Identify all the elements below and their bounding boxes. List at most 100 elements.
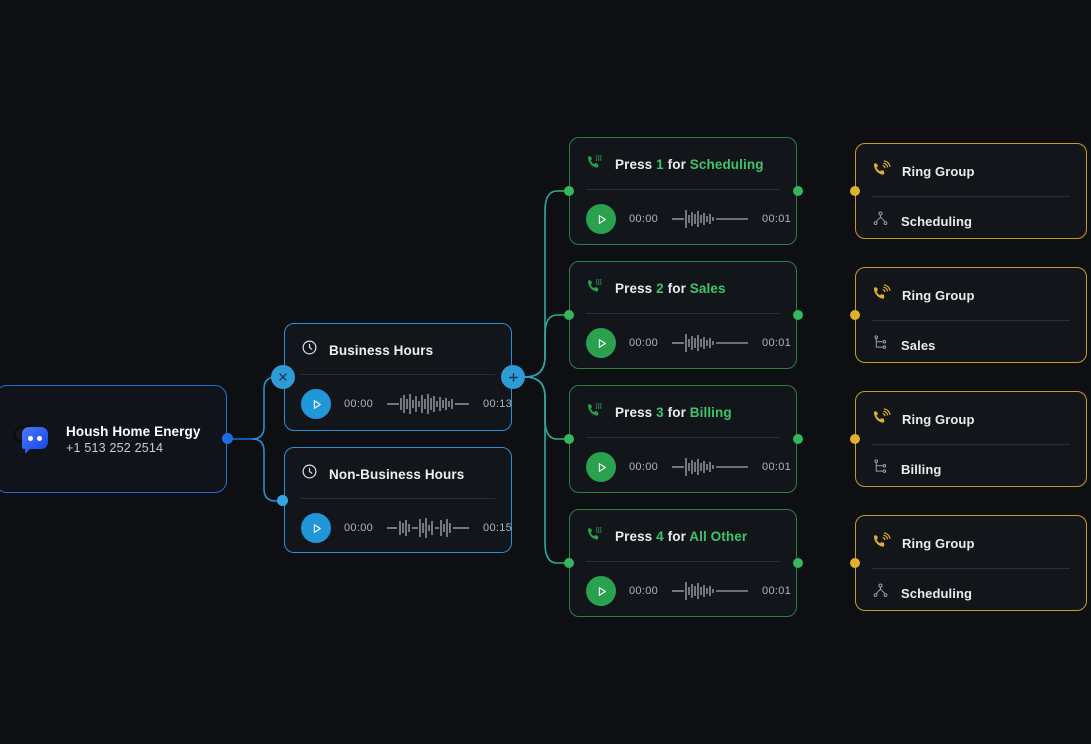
ringing-phone-icon: [872, 283, 891, 307]
audio-duration: 00:15: [483, 522, 513, 534]
play-icon[interactable]: [301, 389, 331, 419]
ivr-output-port[interactable]: [793, 434, 803, 444]
ivr-output-port[interactable]: [793, 558, 803, 568]
time-condition-card-business-hours[interactable]: Business Hours 00:00: [284, 323, 512, 431]
audio-waveform[interactable]: [386, 515, 470, 541]
ivr-middle: for: [667, 405, 686, 420]
ring-group-card-2[interactable]: Ring Group Sales: [855, 267, 1087, 363]
ivr-input-port[interactable]: [564, 434, 574, 444]
ring-group-input-port[interactable]: [850, 434, 860, 444]
audio-waveform[interactable]: [671, 578, 749, 604]
card-title: Business Hours: [329, 342, 434, 358]
ring-group-input-port[interactable]: [850, 558, 860, 568]
ivr-prefix: Press: [615, 529, 653, 544]
ring-group-card-1[interactable]: Ring Group Scheduling: [855, 143, 1087, 239]
ivr-option-card-2[interactable]: Press 2 for Sales 00:00: [569, 261, 797, 369]
ring-group-title: Ring Group: [902, 287, 975, 303]
ivr-prefix: Press: [615, 405, 653, 420]
divider: [872, 444, 1070, 445]
ivr-middle: for: [667, 157, 686, 172]
ring-group-member-row[interactable]: Sales: [856, 321, 1086, 372]
divider: [586, 189, 780, 190]
ivr-output-port[interactable]: [793, 310, 803, 320]
org-chart-down-icon: [872, 582, 889, 604]
ring-group-member: Scheduling: [901, 585, 973, 601]
org-chart-down-icon: [872, 210, 889, 232]
audio-duration: 00:01: [762, 213, 792, 225]
ring-group-input-port[interactable]: [850, 310, 860, 320]
phone-keypad-icon: [586, 525, 604, 548]
audio-duration: 00:01: [762, 337, 792, 349]
audio-current-time: 00:00: [344, 398, 374, 410]
phone-keypad-icon: [586, 277, 604, 300]
divider: [872, 196, 1070, 197]
ivr-destination: Billing: [689, 405, 732, 420]
audio-current-time: 00:00: [344, 522, 374, 534]
ivr-destination: All Other: [689, 529, 748, 544]
non-business-hours-port[interactable]: [277, 495, 288, 506]
divider: [586, 313, 780, 314]
ivr-middle: for: [667, 281, 686, 296]
sitemap-branch-icon: [872, 458, 889, 480]
audio-current-time: 00:00: [629, 213, 659, 225]
divider: [586, 561, 780, 562]
ring-group-input-port[interactable]: [850, 186, 860, 196]
divider: [301, 498, 495, 499]
ring-group-member: Billing: [901, 461, 942, 477]
add-branch-button[interactable]: [501, 365, 525, 389]
play-icon[interactable]: [586, 452, 616, 482]
play-icon[interactable]: [586, 204, 616, 234]
ivr-middle: for: [667, 529, 686, 544]
ring-group-title: Ring Group: [902, 535, 975, 551]
divider: [872, 320, 1070, 321]
entry-phone: +1 513 252 2514: [66, 440, 164, 455]
play-icon[interactable]: [586, 576, 616, 606]
ring-group-card-4[interactable]: Ring Group Scheduling: [855, 515, 1087, 611]
card-title: Non-Business Hours: [329, 466, 465, 482]
ivr-option-card-4[interactable]: Press 4 for All Other 00:00: [569, 509, 797, 617]
audio-waveform[interactable]: [671, 454, 749, 480]
remove-branch-button[interactable]: [271, 365, 295, 389]
entry-node[interactable]: Housh Home Energy +1 513 252 2514: [0, 385, 227, 493]
time-condition-card-non-business-hours[interactable]: Non-Business Hours 00:00: [284, 447, 512, 553]
ivr-destination: Sales: [689, 281, 726, 296]
audio-duration: 00:13: [483, 398, 513, 410]
divider: [301, 374, 495, 375]
ivr-digit: 4: [656, 529, 664, 544]
ivr-destination: Scheduling: [689, 157, 764, 172]
audio-current-time: 00:00: [629, 585, 659, 597]
ringing-phone-icon: [872, 159, 891, 183]
ring-group-title: Ring Group: [902, 411, 975, 427]
ring-group-card-3[interactable]: Ring Group Billing: [855, 391, 1087, 487]
entry-output-port[interactable]: [222, 433, 233, 444]
audio-duration: 00:01: [762, 461, 792, 473]
ivr-prefix: Press: [615, 157, 653, 172]
ivr-option-card-3[interactable]: Press 3 for Billing 00:00: [569, 385, 797, 493]
play-icon[interactable]: [301, 513, 331, 543]
ivr-option-label: Press 2 for Sales: [615, 281, 726, 296]
audio-current-time: 00:00: [629, 337, 659, 349]
clock-icon: [301, 339, 318, 361]
audio-waveform[interactable]: [386, 391, 470, 417]
ring-group-member-row[interactable]: Billing: [856, 445, 1086, 496]
chat-bubble-logo-icon: [12, 422, 52, 456]
ivr-input-port[interactable]: [564, 310, 574, 320]
sitemap-branch-icon: [872, 334, 889, 356]
ivr-input-port[interactable]: [564, 558, 574, 568]
ivr-output-port[interactable]: [793, 186, 803, 196]
ivr-input-port[interactable]: [564, 186, 574, 196]
entry-name: Housh Home Energy: [66, 423, 201, 439]
ivr-digit: 2: [656, 281, 664, 296]
divider: [586, 437, 780, 438]
clock-icon: [301, 463, 318, 485]
audio-waveform[interactable]: [671, 330, 749, 356]
ivr-digit: 1: [656, 157, 664, 172]
ring-group-member-row[interactable]: Scheduling: [856, 197, 1086, 248]
audio-waveform[interactable]: [671, 206, 749, 232]
ivr-option-card-1[interactable]: Press 1 for Scheduling 00:00: [569, 137, 797, 245]
play-icon[interactable]: [586, 328, 616, 358]
ring-group-member-row[interactable]: Scheduling: [856, 569, 1086, 620]
ring-group-title: Ring Group: [902, 163, 975, 179]
